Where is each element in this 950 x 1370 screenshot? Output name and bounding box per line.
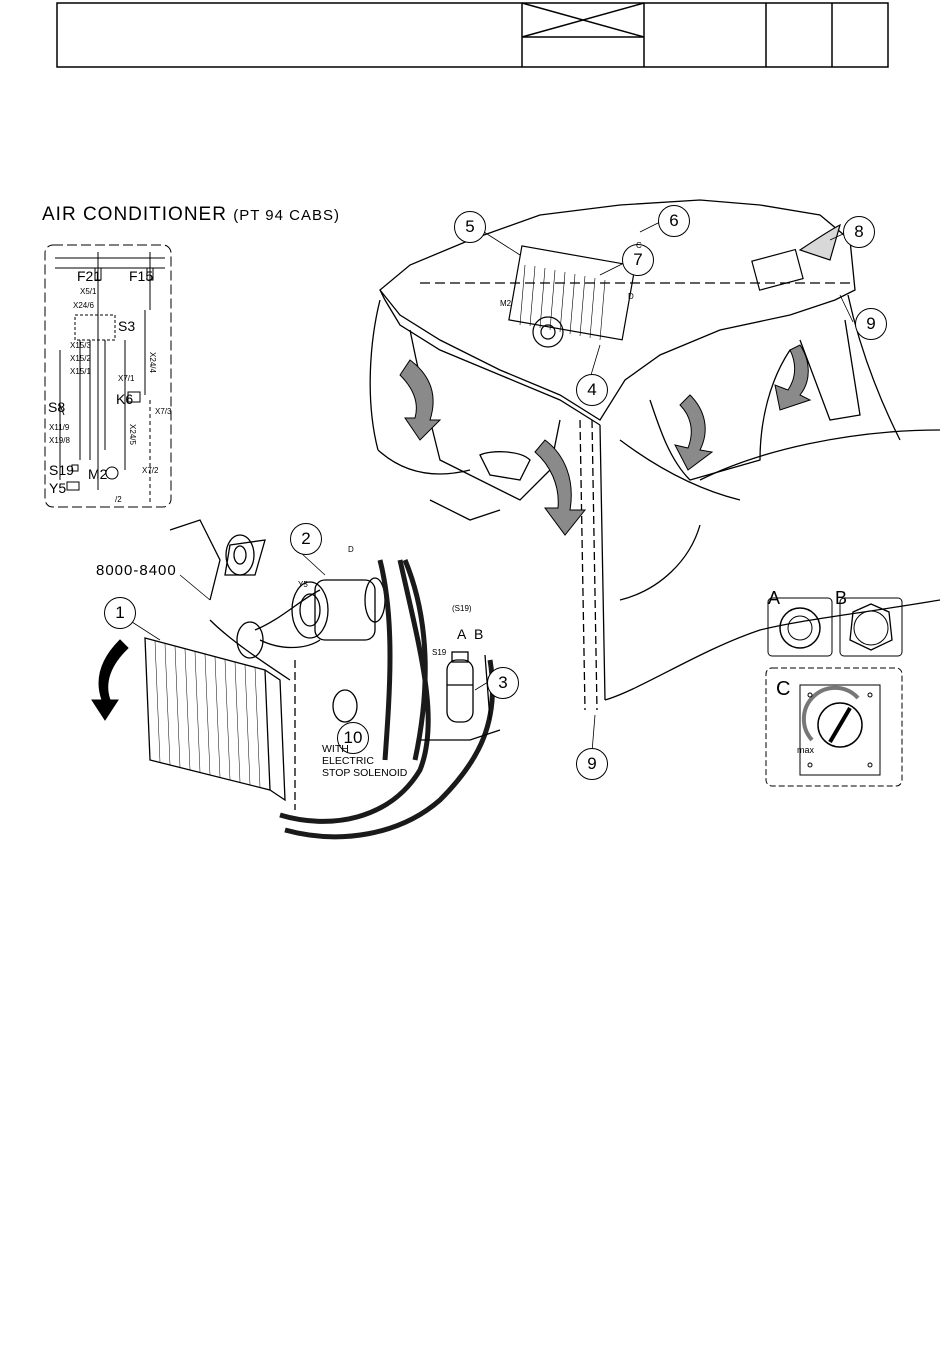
label-x7-3: X7/3 xyxy=(155,407,171,416)
label-s3: S3 xyxy=(118,318,135,334)
label-y5-compressor: Y5 xyxy=(298,580,308,589)
note-line-1: WITH xyxy=(322,743,407,755)
note-line-3: STOP SOLENOID xyxy=(322,767,407,779)
condenser xyxy=(145,638,295,810)
refrigerant-hoses xyxy=(280,560,493,837)
label-y5: Y5 xyxy=(49,480,66,496)
label-slash2: /2 xyxy=(115,495,122,504)
label-x5-1: X5/1 xyxy=(80,287,96,296)
label-s19: S19 xyxy=(49,462,74,478)
label-x19-8: X19/8 xyxy=(49,436,70,445)
label-s19-paren: (S19) xyxy=(452,604,472,613)
dial-max-label: max xyxy=(797,745,814,755)
callout-8: 8 xyxy=(843,216,875,248)
header-table xyxy=(57,3,888,67)
label-k6: K6 xyxy=(116,391,133,407)
detail-c-label: C xyxy=(776,678,790,701)
note-line-2: ELECTRIC xyxy=(322,755,407,767)
model-range-label: 8000-8400 xyxy=(96,562,177,579)
label-s8: S8 xyxy=(48,399,65,415)
label-x24-5: X24/5 xyxy=(128,424,137,445)
label-f21: F21 xyxy=(77,268,101,284)
detail-a-label: A xyxy=(768,588,780,609)
label-c-roof: C xyxy=(636,241,642,250)
title-main: AIR CONDITIONER xyxy=(42,204,227,225)
callout-1: 1 xyxy=(104,597,136,629)
detail-b-panel xyxy=(840,598,902,656)
label-x15-1: X15/1 xyxy=(70,367,91,376)
diagram-title: AIR CONDITIONER (PT 94 CABS) xyxy=(42,204,340,226)
label-a-hose: A xyxy=(457,626,466,642)
callout-2: 2 xyxy=(290,523,322,555)
label-d-roof: D xyxy=(628,292,634,301)
label-x24-4: X24/4 xyxy=(148,352,157,373)
label-m2: M2 xyxy=(88,466,107,482)
label-x11-9: X11/9 xyxy=(49,423,69,432)
airflow-arrows xyxy=(92,345,810,720)
callout-9-bottom: 9 xyxy=(576,748,608,780)
label-x24-6: X24/6 xyxy=(73,301,94,310)
callout-4: 4 xyxy=(576,374,608,406)
label-x7-2: X7/2 xyxy=(142,466,158,475)
label-x15-2: X15/2 xyxy=(70,354,91,363)
label-x7-1: X7/1 xyxy=(118,374,134,383)
callout-3: 3 xyxy=(487,667,519,699)
callout-9-top: 9 xyxy=(855,308,887,340)
label-x15-3: X15/3 xyxy=(70,341,91,350)
stop-solenoid-note: WITH ELECTRIC STOP SOLENOID xyxy=(322,743,407,779)
detail-b-label: B xyxy=(835,588,847,609)
evaporator-unit xyxy=(509,225,840,347)
label-b-hose: B xyxy=(474,626,483,642)
label-f15: F15 xyxy=(129,268,153,284)
label-s19-drier: S19 xyxy=(432,648,446,657)
callout-5: 5 xyxy=(454,211,486,243)
callout-6: 6 xyxy=(658,205,690,237)
label-m2-blower: M2 xyxy=(500,299,511,308)
label-d-compressor: D xyxy=(348,545,354,554)
title-sub: (PT 94 CABS) xyxy=(233,207,340,224)
